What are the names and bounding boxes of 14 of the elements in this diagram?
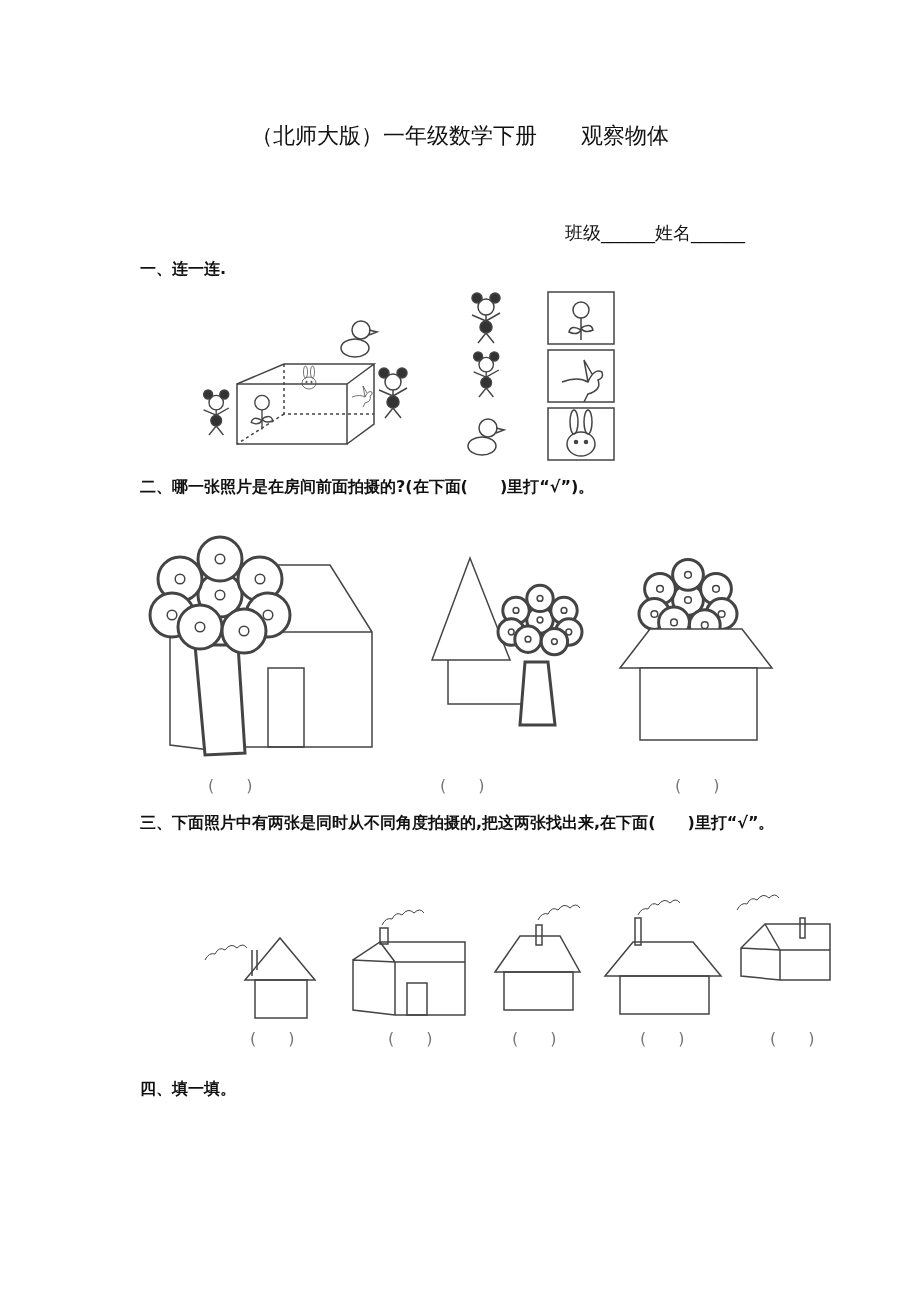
question-heading: 一、连一连. [140, 258, 227, 280]
worksheet-title: （北师大版）一年级数学下册 观察物体 [250, 122, 670, 150]
answer-parentheses: ( ) [250, 1028, 295, 1050]
answer-parentheses: ( ) [440, 775, 485, 797]
answer-parentheses: ( ) [770, 1028, 815, 1050]
name-class-line: 班级______姓名______ [565, 221, 745, 246]
answer-parentheses: ( ) [640, 1028, 685, 1050]
answer-parentheses: ( ) [208, 775, 253, 797]
answer-parentheses: ( ) [512, 1028, 557, 1050]
question-heading: 三、下面照片中有两张是同时从不同角度拍摄的,把这两张找出来,在下面( )里打“√”。 [140, 812, 776, 834]
question-heading: 二、哪一张照片是在房间前面拍摄的?(在下面( )里打“√”)。 [140, 476, 595, 498]
answer-parentheses: ( ) [388, 1028, 433, 1050]
answer-parentheses: ( ) [675, 775, 720, 797]
question-heading: 四、填一填。 [140, 1078, 236, 1100]
